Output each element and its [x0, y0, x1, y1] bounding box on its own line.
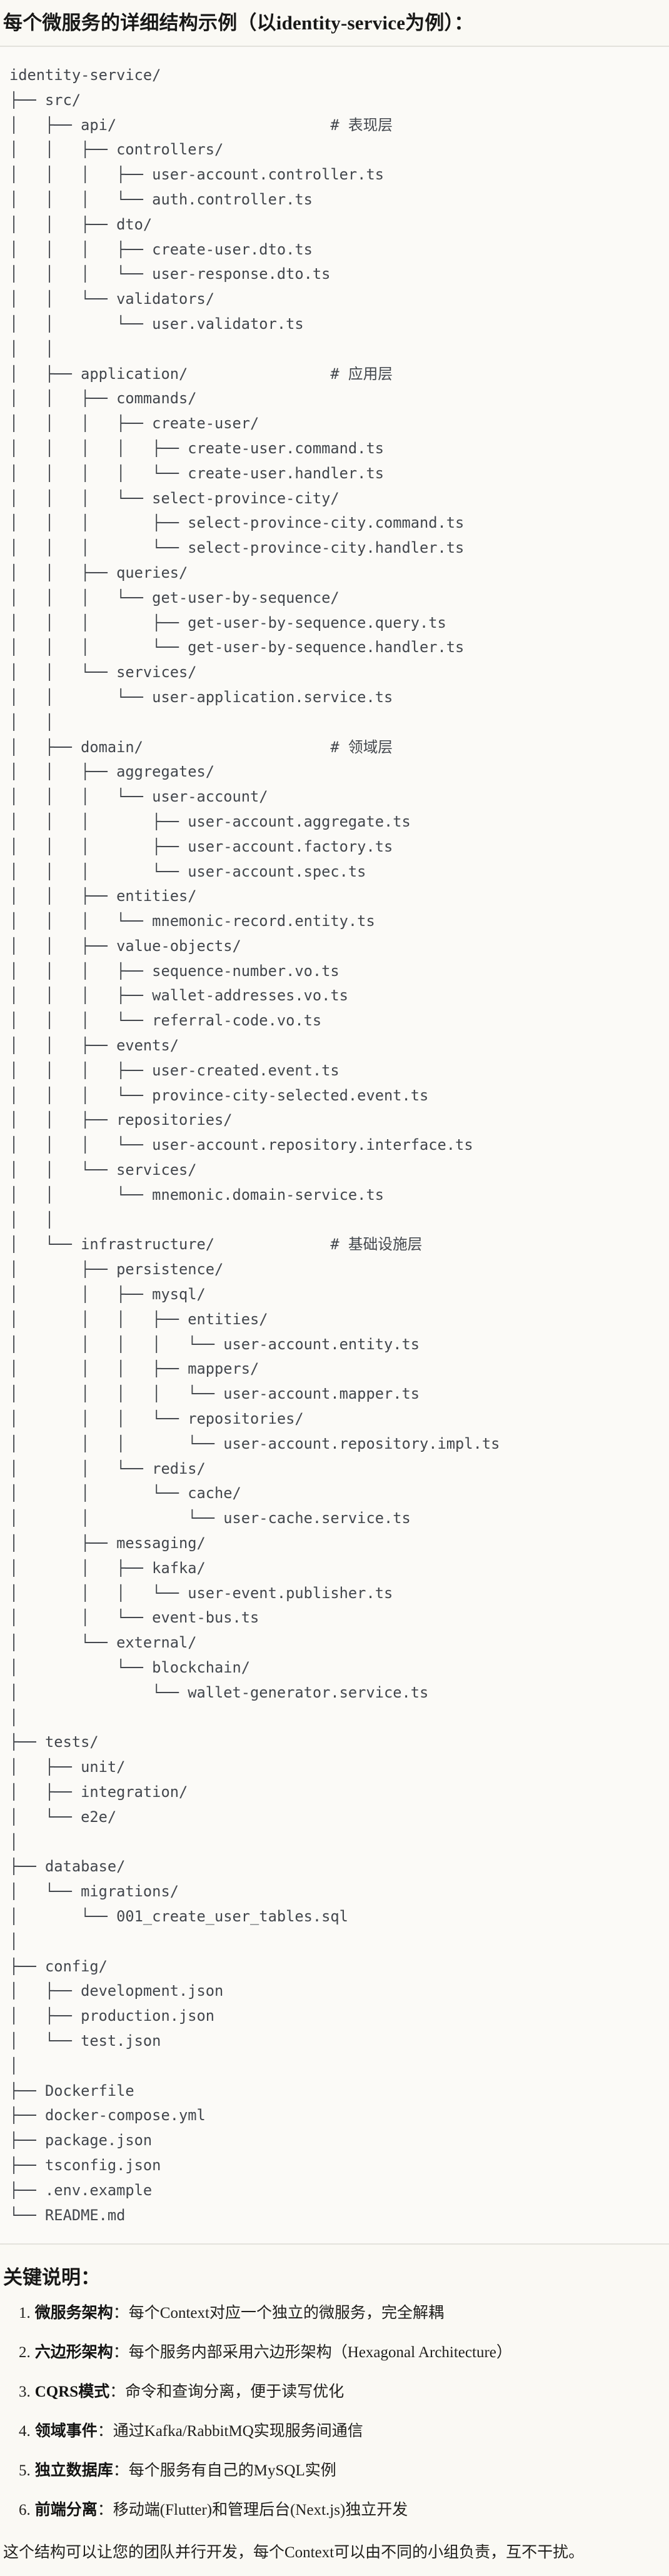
note-text: 移动端(Flutter)和管理后台(Next.js)独立开发	[113, 2502, 408, 2519]
note-item-database: 5.独立数据库：每个服务有自己的MySQL实例	[19, 2460, 665, 2482]
note-text: 通过Kafka/RabbitMQ实现服务间通信	[113, 2423, 363, 2440]
note-colon: ：	[109, 2383, 126, 2401]
note-item-microservice: 1.微服务架构：每个Context对应一个独立的微服务，完全解耦	[19, 2303, 665, 2324]
note-label: 前端分离	[34, 2502, 98, 2519]
notes-heading: 关键说明：	[3, 2267, 100, 2289]
note-item-domain-events: 4.领域事件：通过Kafka/RabbitMQ实现服务间通信	[19, 2421, 665, 2442]
note-text: 命令和查询分离，便于读写优化	[125, 2383, 345, 2401]
code-block: identity-service/ ├── src/ │ ├── api/ # …	[0, 46, 669, 2245]
note-label: 领域事件	[34, 2423, 98, 2440]
note-number: 1.	[19, 2305, 31, 2322]
file-tree: identity-service/ ├── src/ │ ├── api/ # …	[9, 66, 500, 2224]
note-colon: ：	[113, 2305, 129, 2322]
note-text: 每个Context对应一个独立的微服务，完全解耦	[128, 2305, 444, 2322]
note-item-hexagonal: 2.六边形架构：每个服务内部采用六边形架构（Hexagonal Architec…	[19, 2342, 665, 2363]
closing-paragraph: 这个结构可以让您的团队并行开发，每个Context可以由不同的小组负责，互不干扰…	[3, 2544, 585, 2562]
note-colon: ：	[113, 2462, 129, 2480]
page-title: 每个微服务的详细结构示例（以identity-service为例）：	[3, 12, 474, 34]
note-number: 4.	[19, 2423, 31, 2440]
note-colon: ：	[113, 2344, 129, 2362]
note-colon: ：	[97, 2502, 113, 2519]
note-label: CQRS模式	[34, 2383, 110, 2401]
note-colon: ：	[97, 2423, 113, 2440]
notes-section: 关键说明： 1.微服务架构：每个Context对应一个独立的微服务，完全解耦 2…	[0, 2265, 669, 2563]
note-number: 6.	[19, 2502, 31, 2519]
note-number: 2.	[19, 2344, 31, 2362]
note-number: 5.	[19, 2462, 31, 2480]
note-text: 每个服务有自己的MySQL实例	[128, 2462, 336, 2480]
note-label: 六边形架构	[34, 2344, 113, 2362]
note-item-frontend: 6.前端分离：移动端(Flutter)和管理后台(Next.js)独立开发	[19, 2500, 665, 2521]
note-number: 3.	[19, 2383, 31, 2401]
note-item-cqrs: 3.CQRS模式：命令和查询分离，便于读写优化	[19, 2382, 665, 2403]
note-text: 每个服务内部采用六边形架构（Hexagonal Architecture）	[128, 2344, 512, 2362]
note-label: 独立数据库	[34, 2462, 113, 2480]
notes-list: 1.微服务架构：每个Context对应一个独立的微服务，完全解耦 2.六边形架构…	[3, 2303, 665, 2521]
note-label: 微服务架构	[34, 2305, 113, 2322]
